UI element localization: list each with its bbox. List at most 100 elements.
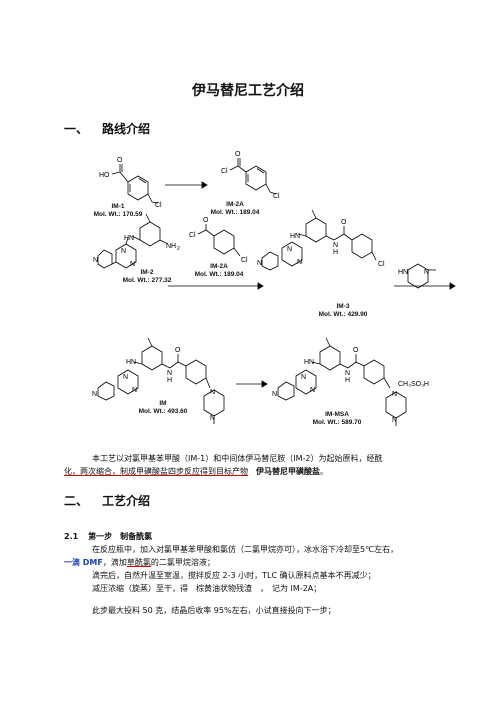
atom-cl: Cl xyxy=(378,261,385,268)
atom-n: N xyxy=(121,248,126,255)
atom-nh2: NH xyxy=(166,243,176,250)
atom-o: O xyxy=(341,219,347,226)
arrow-head-4 xyxy=(261,380,268,388)
atom-o: O xyxy=(175,347,181,354)
atom-n: N xyxy=(132,387,137,394)
compound-name: IM-3 xyxy=(336,303,350,310)
structure-im-2a: O Cl Cl xyxy=(221,151,280,200)
atom-n: N xyxy=(301,374,306,381)
label-im-2: IM-2 Mol. Wt.: 277.32 xyxy=(112,269,182,285)
oxalyl-chloride: 草酰氯 xyxy=(126,558,151,567)
step-1-line-5: 此步最大投料 50 克，结晶后收率 95%左右，小试直接投向下一步； xyxy=(92,606,336,615)
atom-n: N xyxy=(345,370,350,377)
atom-n: N xyxy=(424,269,429,276)
atom-hn: HN xyxy=(124,235,134,242)
atom-o: O xyxy=(203,217,209,224)
step-1-line-1: 在反应瓶中，加入对氯甲基苯甲酸和氯仿（二氯甲烷亦可），冰水浴下冷却至5℃左右， xyxy=(92,545,399,554)
label-im-3: IM-3 Mol. Wt.: 429.90 xyxy=(308,303,378,319)
compound-mw: Mol. Wt.: 170.59 xyxy=(93,211,143,218)
synthesis-route-scheme: O HO Cl O Cl Cl HN NH 2 N N N O xyxy=(92,151,456,426)
compound-mw: Mol. Wt.: 429.90 xyxy=(318,311,368,318)
atom-h: H xyxy=(345,377,350,384)
compound-name: IM-2 xyxy=(140,269,154,276)
atom-o: O xyxy=(117,157,123,164)
atom-hn: HN xyxy=(126,359,136,366)
label-im-2a: IM-2A Mol. Wt.: 189.04 xyxy=(200,201,270,217)
atom-n: N xyxy=(333,242,338,249)
atom-n: N xyxy=(130,261,135,268)
intro-paragraph: 本工艺以对氯甲基苯甲酸（IM-1）和中间体伊马替尼胺（IM-2）为起始原料，经酰… xyxy=(64,452,432,478)
atom-n: N xyxy=(92,391,97,398)
atom-ho: HO xyxy=(99,172,110,179)
atom-n: N xyxy=(257,260,262,267)
label-im-2a-reagent: IM-2A Mol. Wt.: 189.04 xyxy=(184,263,254,279)
compound-mw: Mol. Wt.: 493.60 xyxy=(138,408,188,415)
arrow-head-2 xyxy=(257,282,264,290)
structure-im-1: O HO Cl xyxy=(99,157,162,209)
compound-name: IM xyxy=(159,400,167,407)
atom-n: N xyxy=(310,387,315,394)
atom-n: N xyxy=(392,417,397,424)
intro-line-1: 本工艺以对氯甲基苯甲酸（IM-1）和中间体伊马替尼胺（IM-2）为起始原料，经酰 xyxy=(92,454,383,463)
section-number: 一、 xyxy=(64,122,89,136)
atom-n: N xyxy=(210,389,215,396)
atom-cl: Cl xyxy=(273,193,280,200)
atom-hn: HN xyxy=(304,359,314,366)
step-1-line-3: 滴完后，自然升温至室温，搅拌反应 2-3 小时，TLC 确认原料点基本不再减少； xyxy=(92,571,376,580)
atom-n: N xyxy=(272,391,277,398)
intro-line-2: 化，两次缩合，制成甲磺酸盐四步反应得到目标产物伊马替尼甲磺酸盐。 xyxy=(64,465,432,478)
structure-im-msa: HN O N H N N N N N CH₃SO₃H xyxy=(272,337,429,426)
atom-n: N xyxy=(297,259,302,266)
structure-im-3: HN O N H Cl N N N xyxy=(257,209,385,271)
atom-n: N xyxy=(287,246,292,253)
atom-cl: Cl xyxy=(155,202,162,209)
label-im: IM Mol. Wt.: 493.60 xyxy=(128,400,198,416)
atom-o: O xyxy=(353,347,359,354)
atom-n: N xyxy=(123,374,128,381)
compound-mw: Mol. Wt.: 189.04 xyxy=(194,271,244,278)
reagent-ch3so3h: CH₃SO₃H xyxy=(398,381,429,388)
atom-o: O xyxy=(235,151,241,158)
step-1-heading: 2.1 第一步 制备酰氯 xyxy=(64,530,152,543)
page-title: 伊马替尼工艺介绍 xyxy=(192,83,304,99)
dmf-drop: 一滴 DMF xyxy=(64,558,103,567)
atom-hn: HN xyxy=(398,269,408,276)
step-title: 第一步 制备酰氯 xyxy=(88,532,153,541)
label-im-1: IM-1 Mol. Wt.: 170.59 xyxy=(88,203,148,219)
atom-cl: Cl xyxy=(241,257,248,264)
compound-name: IM-1 xyxy=(111,203,125,210)
atom-cl: Cl xyxy=(189,232,196,239)
structure-im-2: HN NH 2 N N N xyxy=(93,213,180,269)
compound-mw: Mol. Wt.: 589.70 xyxy=(312,419,362,426)
structure-im: HN O N H N N N N N xyxy=(92,337,225,424)
atom-n: N xyxy=(93,257,98,264)
step-1-line-2: 一滴 DMF，滴加草酰氯的二氯甲烷溶液； xyxy=(64,556,434,569)
reagent-methylpiperazine: HN N xyxy=(398,263,436,289)
reagent-im-2a: O Cl Cl xyxy=(189,217,248,264)
compound-name: IM-2A xyxy=(226,201,244,208)
section-title: 工艺介绍 xyxy=(102,494,151,508)
atom-hn: HN xyxy=(290,233,300,240)
label-im-msa: IM-MSA Mol. Wt.: 589.70 xyxy=(302,411,372,427)
period: 。 xyxy=(320,467,328,476)
atom-cl: Cl xyxy=(221,168,228,175)
step-number: 2.1 xyxy=(64,532,79,541)
section-1-heading: 一、路线介绍 xyxy=(64,120,150,137)
atom-h: H xyxy=(333,249,338,256)
section-number: 二、 xyxy=(64,494,89,508)
step-1-line-4: 减压浓缩（旋蒸）至干，得 棕黄油状物残渣 ， 记为 IM-2A； xyxy=(92,584,322,593)
intro-line-2-text: 化，两次缩合，制成甲磺酸盐四步反应得到目标产物 xyxy=(64,467,248,476)
arrow-head-3 xyxy=(449,282,456,290)
subscript-2: 2 xyxy=(177,246,180,252)
section-title: 路线介绍 xyxy=(102,122,151,136)
compound-mw: Mol. Wt.: 189.04 xyxy=(210,209,260,216)
atom-n: N xyxy=(210,415,215,422)
step-1-line-2-text: ，滴加 xyxy=(102,558,127,567)
arrow-head-1 xyxy=(201,181,208,189)
step-1-line-2-end: 的二氯甲烷溶液； xyxy=(150,558,215,567)
section-2-heading: 二、工艺介绍 xyxy=(64,492,150,509)
compound-mw: Mol. Wt.: 277.32 xyxy=(122,277,172,284)
compound-name: IM-MSA xyxy=(325,411,349,418)
atom-h: H xyxy=(167,377,172,384)
compound-name: IM-2A xyxy=(210,263,228,270)
